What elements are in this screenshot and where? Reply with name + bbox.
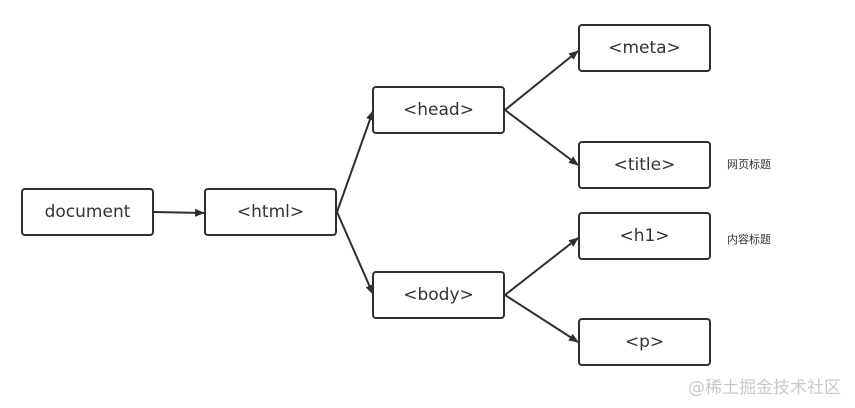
node-html: <html>: [204, 188, 337, 236]
node-p: <p>: [578, 318, 711, 366]
edge-document-html: [153, 208, 205, 217]
edge-body-p: [504, 294, 579, 343]
edge-head-title: [504, 109, 579, 166]
node-document: document: [21, 188, 154, 236]
note-h1: 内容标题: [727, 233, 771, 246]
edge-html-body: [336, 211, 374, 295]
edge-head-meta: [504, 50, 579, 111]
node-title: <title>: [578, 141, 711, 189]
node-meta: <meta>: [578, 24, 711, 72]
node-head: <head>: [372, 86, 505, 134]
edge-html-head: [336, 110, 374, 213]
node-h1: <h1>: [578, 212, 711, 260]
node-body: <body>: [372, 271, 505, 319]
watermark: @稀土掘金技术社区: [688, 378, 841, 398]
edge-body-h1: [504, 237, 579, 296]
note-title: 网页标题: [727, 158, 771, 171]
